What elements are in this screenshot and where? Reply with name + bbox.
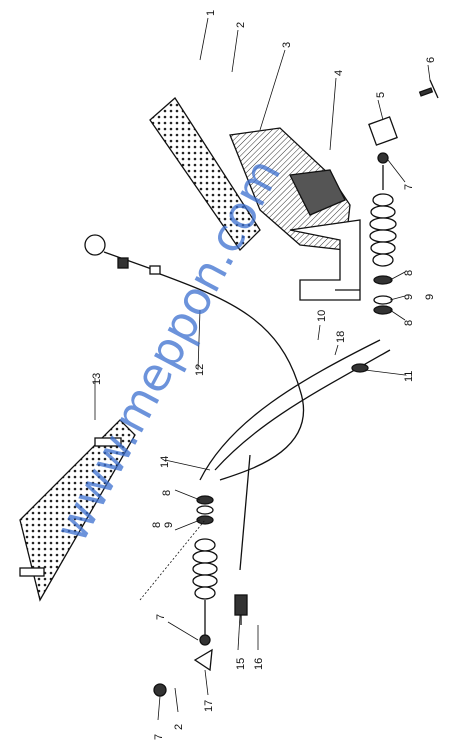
callout-13: 13 xyxy=(91,373,103,385)
callout-8c: 8 xyxy=(161,490,173,496)
lower-cable-boot xyxy=(153,495,218,697)
callout-9b: 9 xyxy=(424,294,436,300)
upper-cable-boot xyxy=(368,79,439,315)
callout-8d: 8 xyxy=(151,522,163,528)
callout-3: 3 xyxy=(281,42,293,48)
callout-9a: 9 xyxy=(403,294,415,300)
callout-4: 4 xyxy=(333,70,345,76)
callout-7b: 7 xyxy=(155,614,167,620)
callout-1: 1 xyxy=(205,10,217,16)
accelerator-pedal-assembly xyxy=(149,97,361,301)
callout-17: 17 xyxy=(203,700,215,712)
callout-2b: 2 xyxy=(173,724,185,730)
hand-throttle-cable xyxy=(84,234,391,625)
leader-lines xyxy=(94,17,431,721)
callout-8b: 8 xyxy=(403,320,415,326)
callout-14: 14 xyxy=(159,456,171,468)
callout-7a: 7 xyxy=(403,184,415,190)
callout-16: 16 xyxy=(253,658,265,670)
callout-11: 11 xyxy=(403,371,415,382)
callout-2: 2 xyxy=(235,22,247,28)
callout-10: 10 xyxy=(316,310,328,322)
callout-6: 6 xyxy=(425,57,437,63)
floor-plate xyxy=(19,419,136,602)
callout-8a: 8 xyxy=(403,270,415,276)
callout-12: 12 xyxy=(194,364,206,376)
callout-7c: 7 xyxy=(153,734,165,740)
callout-5: 5 xyxy=(375,92,387,98)
callout-15: 15 xyxy=(235,658,247,670)
callout-labels: 1 2 3 4 5 6 7 8 9 8 9 10 11 12 13 14 18 … xyxy=(91,10,437,740)
callout-9c: 9 xyxy=(163,522,175,528)
callout-18: 18 xyxy=(335,331,347,343)
